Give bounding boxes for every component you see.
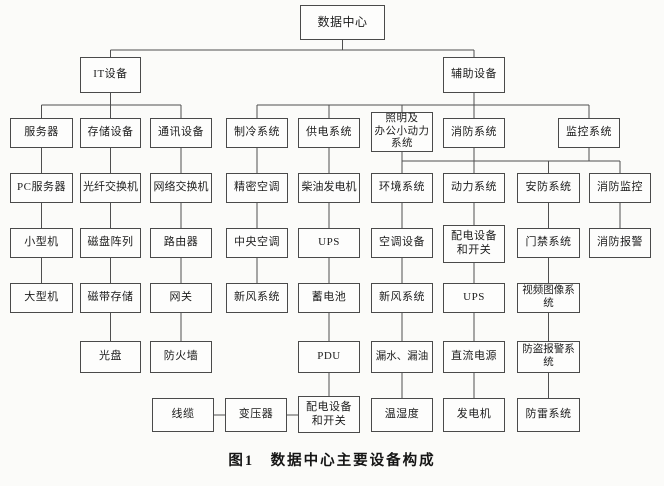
- node-ups-power: UPS: [298, 228, 360, 258]
- node-fiber-switch: 光纤交换机: [80, 173, 141, 203]
- node-ac-equipment: 空调设备: [371, 228, 433, 258]
- node-ups-monitor: UPS: [443, 283, 505, 313]
- node-battery: 蓄电池: [298, 283, 360, 313]
- node-dc-power: 直流电源: [443, 341, 505, 373]
- node-minicomputer: 小型机: [10, 228, 73, 258]
- node-server: 服务器: [10, 118, 73, 148]
- node-precision-ac: 精密空调: [226, 173, 288, 203]
- node-disk-array: 磁盘阵列: [80, 228, 141, 258]
- node-cable: 线缆: [152, 398, 214, 432]
- node-distribution-switch-power: 配电设备 和开关: [298, 396, 360, 433]
- node-video-image-system: 视频图像系统: [517, 283, 580, 313]
- node-it-equipment: IT设备: [80, 57, 141, 93]
- node-transformer: 变压器: [225, 398, 287, 432]
- node-gateway: 网关: [150, 283, 212, 313]
- node-temperature-humidity: 温湿度: [371, 398, 433, 432]
- node-power-system: 动力系统: [443, 173, 505, 203]
- node-environment-system: 环境系统: [371, 173, 433, 203]
- node-tape-storage: 磁带存储: [80, 283, 141, 313]
- node-lighting-office-power-system: 照明及 办公小动力 系统: [371, 112, 433, 152]
- node-diesel-generator: 柴油发电机: [298, 173, 360, 203]
- node-optical-disc: 光盘: [80, 341, 141, 373]
- figure-caption: 图1 数据中心主要设备构成: [228, 453, 436, 469]
- node-central-ac: 中央空调: [226, 228, 288, 258]
- node-fresh-air-system-cooling: 新风系统: [226, 283, 288, 313]
- node-security-system: 安防系统: [517, 173, 580, 203]
- node-monitoring-system: 监控系统: [558, 118, 620, 148]
- node-router: 路由器: [150, 228, 212, 258]
- node-fresh-air-system-env: 新风系统: [371, 283, 433, 313]
- node-pdu: PDU: [298, 341, 360, 373]
- node-data-center: 数据中心: [300, 5, 385, 40]
- node-storage-equipment: 存储设备: [80, 118, 141, 148]
- node-network-switch: 网络交换机: [150, 173, 212, 203]
- node-firewall: 防火墙: [150, 341, 212, 373]
- node-water-oil-leak: 漏水、漏油: [371, 341, 433, 373]
- node-mainframe: 大型机: [10, 283, 73, 313]
- node-power-supply-system: 供电系统: [298, 118, 360, 148]
- node-generator: 发电机: [443, 398, 505, 432]
- node-fire-protection-system: 消防系统: [443, 118, 505, 148]
- node-distribution-switch-monitor: 配电设备 和开关: [443, 225, 505, 263]
- node-fire-alarm: 消防报警: [589, 228, 651, 258]
- node-lightning-protection-system: 防雷系统: [517, 398, 580, 432]
- node-burglar-alarm-system: 防盗报警系统: [517, 341, 580, 373]
- node-pc-server: PC服务器: [10, 173, 73, 203]
- node-auxiliary-equipment: 辅助设备: [443, 57, 505, 93]
- node-communication-equipment: 通讯设备: [150, 118, 212, 148]
- node-access-control-system: 门禁系统: [517, 228, 580, 258]
- node-fire-monitoring: 消防监控: [589, 173, 651, 203]
- node-cooling-system: 制冷系统: [226, 118, 288, 148]
